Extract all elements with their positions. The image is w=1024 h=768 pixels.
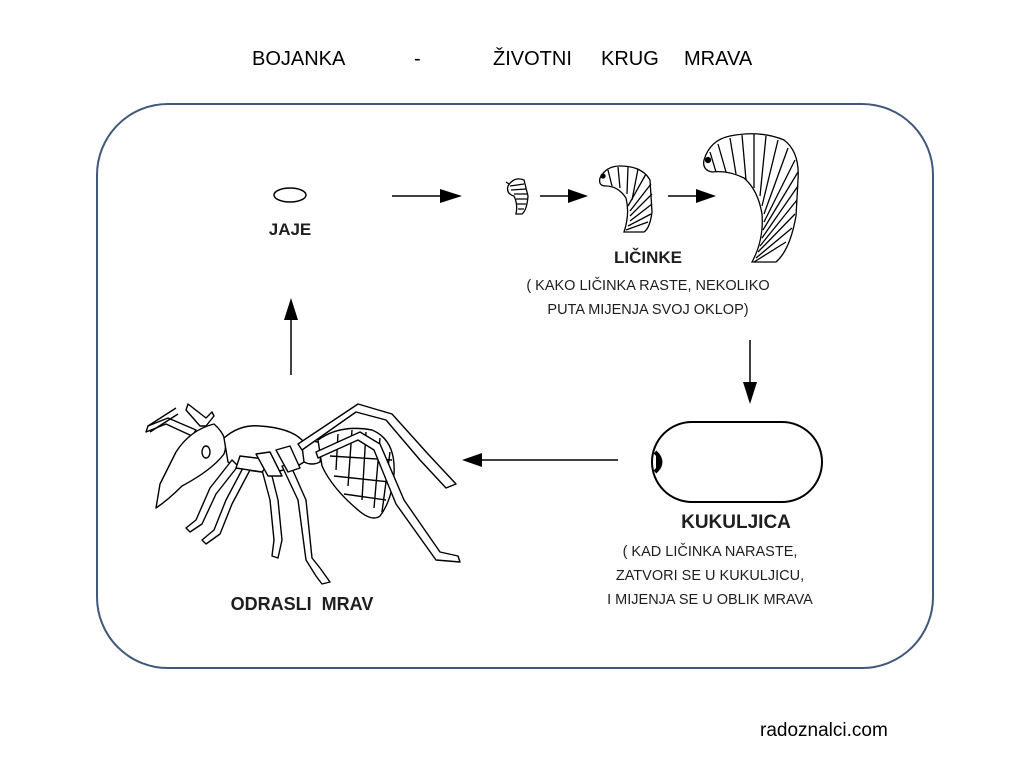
larvae-note-line-2: PUTA MIJENJA SVOJ OKLOP) bbox=[547, 302, 749, 318]
stage-label-adult: ODRASLI MRAV bbox=[230, 594, 374, 614]
pupa-note-line-3: I MIJENJA SE U OBLIK MRAVA bbox=[607, 592, 813, 608]
title-word-bojanka: BOJANKA bbox=[252, 48, 346, 70]
larva-small-shape bbox=[505, 178, 529, 215]
arrow-egg-to-larva bbox=[392, 189, 462, 203]
pupa-shape bbox=[651, 421, 823, 503]
stage-label-egg: JAJE bbox=[268, 220, 312, 239]
pupa-note-line-2: ZATVORI SE U KUKULJICU, bbox=[615, 568, 805, 584]
arrow-adult-to-egg bbox=[284, 298, 298, 375]
larva-medium-shape bbox=[598, 165, 653, 233]
stage-label-pupa: KUKULJICA bbox=[681, 512, 791, 533]
title-word-mrava: MRAVA bbox=[684, 48, 753, 70]
diagram-frame bbox=[96, 103, 934, 669]
larvae-note-line-1: ( KAKO LIČINKA RASTE, NEKOLIKO bbox=[526, 278, 770, 294]
larva-large-shape bbox=[703, 133, 799, 263]
arrow-larva-small-to-medium bbox=[540, 189, 588, 203]
stage-label-larvae: LIČINKE bbox=[614, 248, 682, 267]
title-separator: - bbox=[414, 48, 421, 70]
adult-ant-shape bbox=[145, 403, 461, 585]
page-title: BOJANKA - ŽIVOTNI KRUG MRAVA bbox=[0, 48, 1024, 76]
source-footer: radoznalci.com bbox=[760, 720, 888, 741]
arrow-larva-to-pupa bbox=[743, 340, 757, 404]
title-word-krug: KRUG bbox=[601, 48, 659, 70]
title-word-zivotni: ŽIVOTNI bbox=[493, 48, 572, 70]
egg-shape bbox=[273, 187, 307, 203]
pupa-note-line-1: ( KAD LIČINKA NARASTE, bbox=[622, 544, 798, 560]
arrow-larva-medium-to-large bbox=[668, 189, 716, 203]
arrow-pupa-to-adult bbox=[462, 453, 618, 467]
